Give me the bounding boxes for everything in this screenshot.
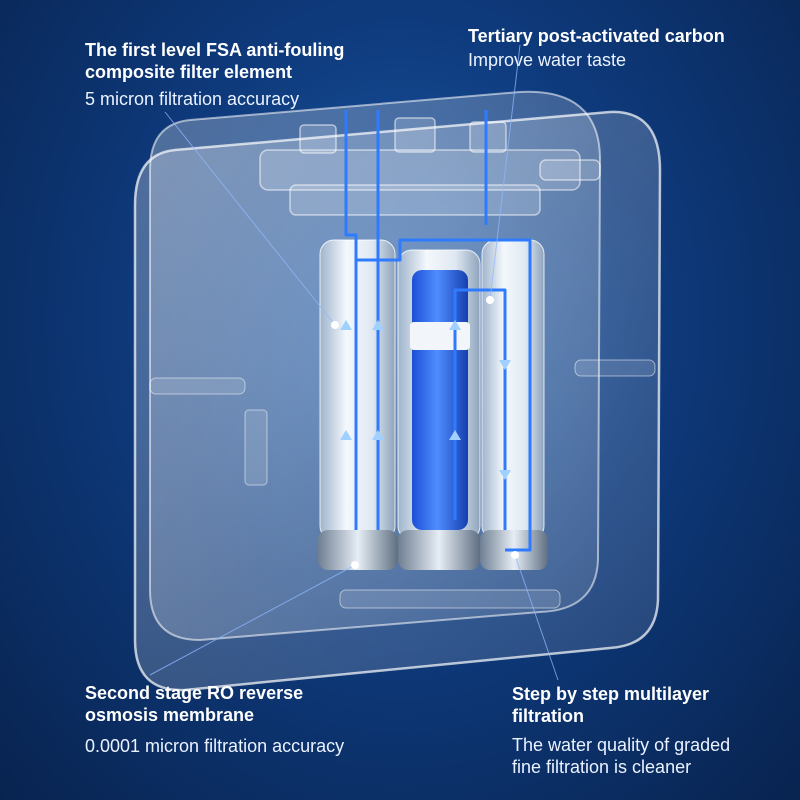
callout-ro-title-line2: osmosis membrane xyxy=(85,704,255,725)
callout-carbon-filter: Tertiary post-activated carbon Improve w… xyxy=(468,26,788,71)
callout-fsa-filter: The first level FSA anti-fouling composi… xyxy=(85,40,405,111)
bottom-pipe xyxy=(339,589,561,609)
callout-ro-membrane: Second stage RO reverse osmosis membrane… xyxy=(85,683,405,758)
pipe-manifold xyxy=(259,117,601,216)
callout-multilayer-subtitle-line1: The water quality of graded xyxy=(512,735,731,756)
callout-ro-title: Second stage RO reverse osmosis membrane xyxy=(85,683,405,726)
callout-carbon-subtitle: Improve water taste xyxy=(468,49,627,70)
callout-multilayer-title: Step by step multilayer filtration xyxy=(512,684,792,727)
callout-ro-title-line1: Second stage RO reverse xyxy=(85,683,304,703)
callout-multilayer-title-line2: filtration xyxy=(512,705,584,726)
callout-multilayer-subtitle-line2: fine filtration is cleaner xyxy=(512,756,692,777)
callout-fsa-subtitle: 5 micron filtration accuracy xyxy=(85,89,300,110)
side-brackets xyxy=(149,359,656,486)
callout-fsa-title: The first level FSA anti-fouling composi… xyxy=(85,40,405,83)
callout-lines xyxy=(149,44,559,681)
callout-ro-subtitle: 0.0001 micron filtration accuracy xyxy=(85,736,345,757)
callout-carbon-title: Tertiary post-activated carbon xyxy=(468,26,725,46)
callout-dots xyxy=(331,296,519,569)
flow-arrows xyxy=(340,320,511,480)
filter-cartridge-ro xyxy=(397,249,481,570)
callout-multilayer-subtitle: The water quality of graded fine filtrat… xyxy=(512,735,792,778)
filter-cartridge-fsa xyxy=(318,239,398,570)
callout-multilayer: Step by step multilayer filtration The w… xyxy=(512,684,792,778)
callout-fsa-title-line1: The first level FSA anti-fouling xyxy=(85,40,345,60)
callout-multilayer-title-line1: Step by step multilayer xyxy=(512,684,710,704)
callout-fsa-title-line2: composite filter element xyxy=(85,61,293,82)
